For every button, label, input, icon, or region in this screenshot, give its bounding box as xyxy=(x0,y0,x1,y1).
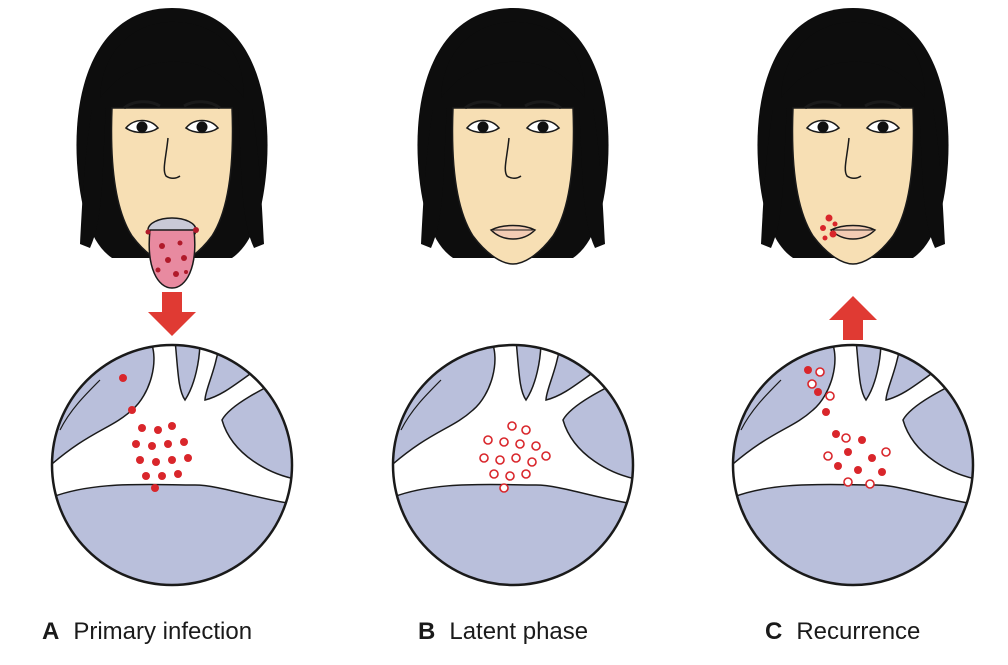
ganglion-circle-latent xyxy=(391,343,635,587)
caption-latent-phase: B Latent phase xyxy=(418,612,588,652)
caption-primary-infection: A Primary infection xyxy=(42,612,252,652)
face-recurrence xyxy=(755,6,951,266)
face-latent-phase xyxy=(415,6,611,266)
panel-letter: B xyxy=(418,618,436,645)
panel-label: Latent phase xyxy=(449,618,589,645)
panel-letter: A xyxy=(42,618,60,645)
cold-sore-lesion xyxy=(820,214,838,241)
face-primary-infection xyxy=(74,6,270,289)
arrow-down-icon xyxy=(148,292,196,336)
ganglion-circle-recurrence xyxy=(731,343,975,587)
caption-recurrence: C Recurrence xyxy=(765,612,920,652)
virus-particles-latent xyxy=(479,421,551,493)
virus-particles-active xyxy=(119,374,192,492)
arrow-up-icon xyxy=(829,296,877,340)
panel-label: Recurrence xyxy=(796,618,921,645)
panel-label: Primary infection xyxy=(73,618,253,645)
oral-lesion-dots xyxy=(145,227,199,277)
panel-letter: C xyxy=(765,618,783,645)
ganglion-circle-primary xyxy=(50,343,294,587)
virus-particles-reactivated xyxy=(804,366,891,489)
